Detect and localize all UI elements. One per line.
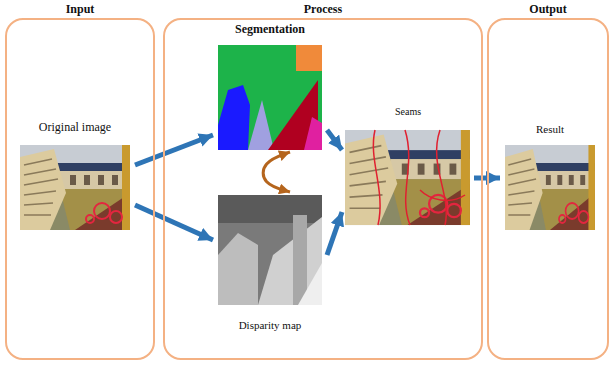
image-block: Original image [15,120,135,235]
original-photo [20,145,130,230]
flow-arrow [135,135,213,165]
image-caption: Result [536,122,564,136]
panel-heading: Output [529,2,566,16]
flow-arrow [327,212,342,255]
result-photo [505,145,595,230]
output-panel: OutputResult [487,18,609,360]
image-caption: Original image [39,120,111,134]
input-panel: InputOriginal image [5,18,155,360]
flow-arrow [135,205,213,240]
image-block: Segmentation [213,22,327,152]
image-caption: Seams [395,105,421,119]
seams-image [345,130,470,225]
image-block: Result [500,122,600,232]
panel-heading: Process [304,2,342,16]
panel-heading: Input [66,2,95,16]
process-panel: ProcessSegmentationDisparity mapSeams [163,18,483,360]
image-caption: Disparity map [239,318,302,332]
image-block: Disparity map [213,192,327,332]
image-block: Seams [342,105,474,228]
segmentation-image [218,45,322,150]
disparity-image [218,195,322,305]
exchange-arrow [263,152,290,192]
flow-arrow [327,130,342,150]
image-caption: Segmentation [235,22,305,36]
